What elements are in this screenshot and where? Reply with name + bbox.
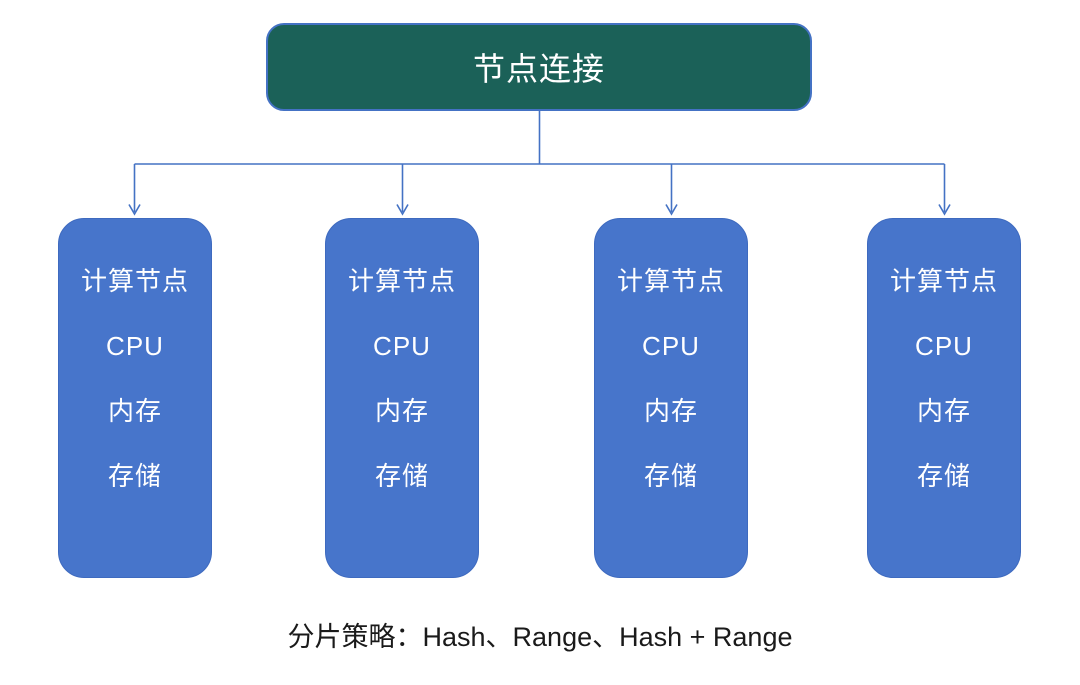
node-item-storage: 存储	[374, 461, 429, 491]
node-item-memory: 内存	[643, 396, 698, 426]
node-item-cpu: CPU	[642, 331, 700, 361]
arrowhead-icon	[665, 204, 678, 216]
compute-node-card-2: 计算节点 CPU 内存 存储	[325, 218, 479, 578]
node-item-cpu: CPU	[373, 331, 431, 361]
root-node-box: 节点连接	[266, 23, 812, 111]
node-title: 计算节点	[889, 266, 998, 296]
node-item-cpu: CPU	[106, 331, 164, 361]
node-title: 计算节点	[347, 266, 456, 296]
node-item-memory: 内存	[374, 396, 429, 426]
arrowhead-icon	[938, 204, 951, 216]
node-title: 计算节点	[80, 266, 189, 296]
node-item-storage: 存储	[107, 461, 162, 491]
node-title: 计算节点	[616, 266, 725, 296]
node-item-memory: 内存	[916, 396, 971, 426]
sharding-strategy-caption: 分片策略：Hash、Range、Hash + Range	[287, 622, 793, 652]
node-item-memory: 内存	[107, 396, 162, 426]
arrowhead-icon	[128, 204, 141, 216]
node-item-storage: 存储	[643, 461, 698, 491]
node-item-cpu: CPU	[915, 331, 973, 361]
compute-node-card-3: 计算节点 CPU 内存 存储	[594, 218, 748, 578]
compute-node-card-4: 计算节点 CPU 内存 存储	[867, 218, 1021, 578]
node-item-storage: 存储	[916, 461, 971, 491]
arrowhead-icon	[396, 204, 409, 216]
compute-node-card-1: 计算节点 CPU 内存 存储	[58, 218, 212, 578]
root-node-label: 节点连接	[472, 51, 605, 87]
